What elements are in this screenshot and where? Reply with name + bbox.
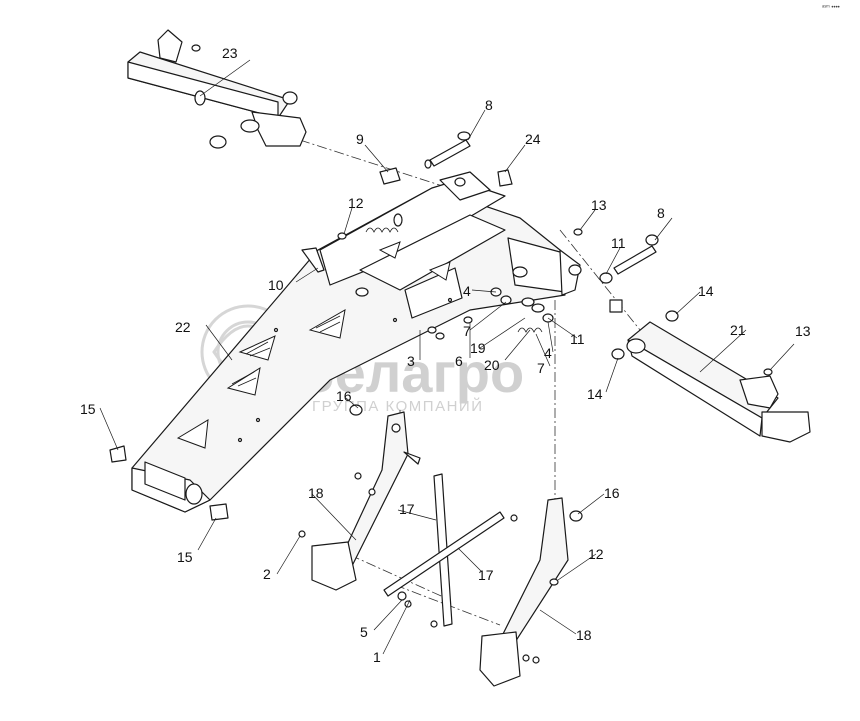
part-23-right-tube [611, 310, 811, 443]
callout-2: 2 [263, 566, 271, 582]
callout-6: 6 [455, 353, 463, 369]
callout-13a: 13 [591, 197, 607, 213]
frame-hatching [231, 315, 341, 387]
callout-8a: 8 [485, 97, 493, 113]
part-22-upper-tube [127, 29, 307, 149]
callout-11a: 11 [611, 235, 626, 251]
callout-3: 3 [407, 353, 415, 369]
callout-17a: 19 [470, 340, 486, 356]
callout-12b: 12 [588, 546, 604, 562]
callout-7b: 7 [537, 360, 545, 376]
callout-4b: 4 [544, 345, 552, 361]
callout-12a: 12 [348, 195, 364, 211]
callout-9: 9 [356, 131, 364, 147]
callout-16a: 16 [336, 388, 352, 404]
callout-13b: 13 [795, 323, 811, 339]
part-18-rods [383, 473, 518, 628]
frame-bolt-holes [237, 297, 453, 443]
callout-14b: 14 [587, 386, 603, 402]
callout-18b: 17 [478, 567, 494, 583]
callout-19: 18 [308, 485, 324, 501]
part-21-main-frame [131, 171, 582, 513]
callout-15b: 15 [177, 549, 193, 565]
callout-16b: 16 [604, 485, 620, 501]
callout-15a: 15 [80, 401, 96, 417]
callout-22: 23 [222, 45, 238, 61]
callout-17b: 20 [484, 357, 500, 373]
callout-5: 5 [360, 624, 368, 640]
callout-7a: 7 [463, 323, 471, 339]
callout-10: 10 [268, 277, 284, 293]
part-19-left-arm [298, 411, 421, 601]
callout-24: 24 [525, 131, 541, 147]
hardware-parts [109, 131, 659, 521]
callout-11b: 11 [570, 331, 585, 347]
callout-4a: 4 [463, 283, 471, 299]
callout-18a: 17 [399, 501, 415, 517]
callout-labels: 23 8 9 24 13 8 11 12 10 22 3 6 4 7 19 20… [80, 45, 811, 665]
callout-14a: 14 [698, 283, 714, 299]
leader-lines [99, 59, 795, 655]
callout-23: 21 [730, 322, 746, 338]
callout-8b: 8 [657, 205, 665, 221]
corner-mark: ᵃˢᵐ •••• [822, 5, 840, 11]
callout-1: 1 [373, 649, 381, 665]
callout-21: 22 [175, 319, 191, 335]
callout-20: 18 [576, 627, 592, 643]
part-20-right-arm [479, 497, 583, 687]
